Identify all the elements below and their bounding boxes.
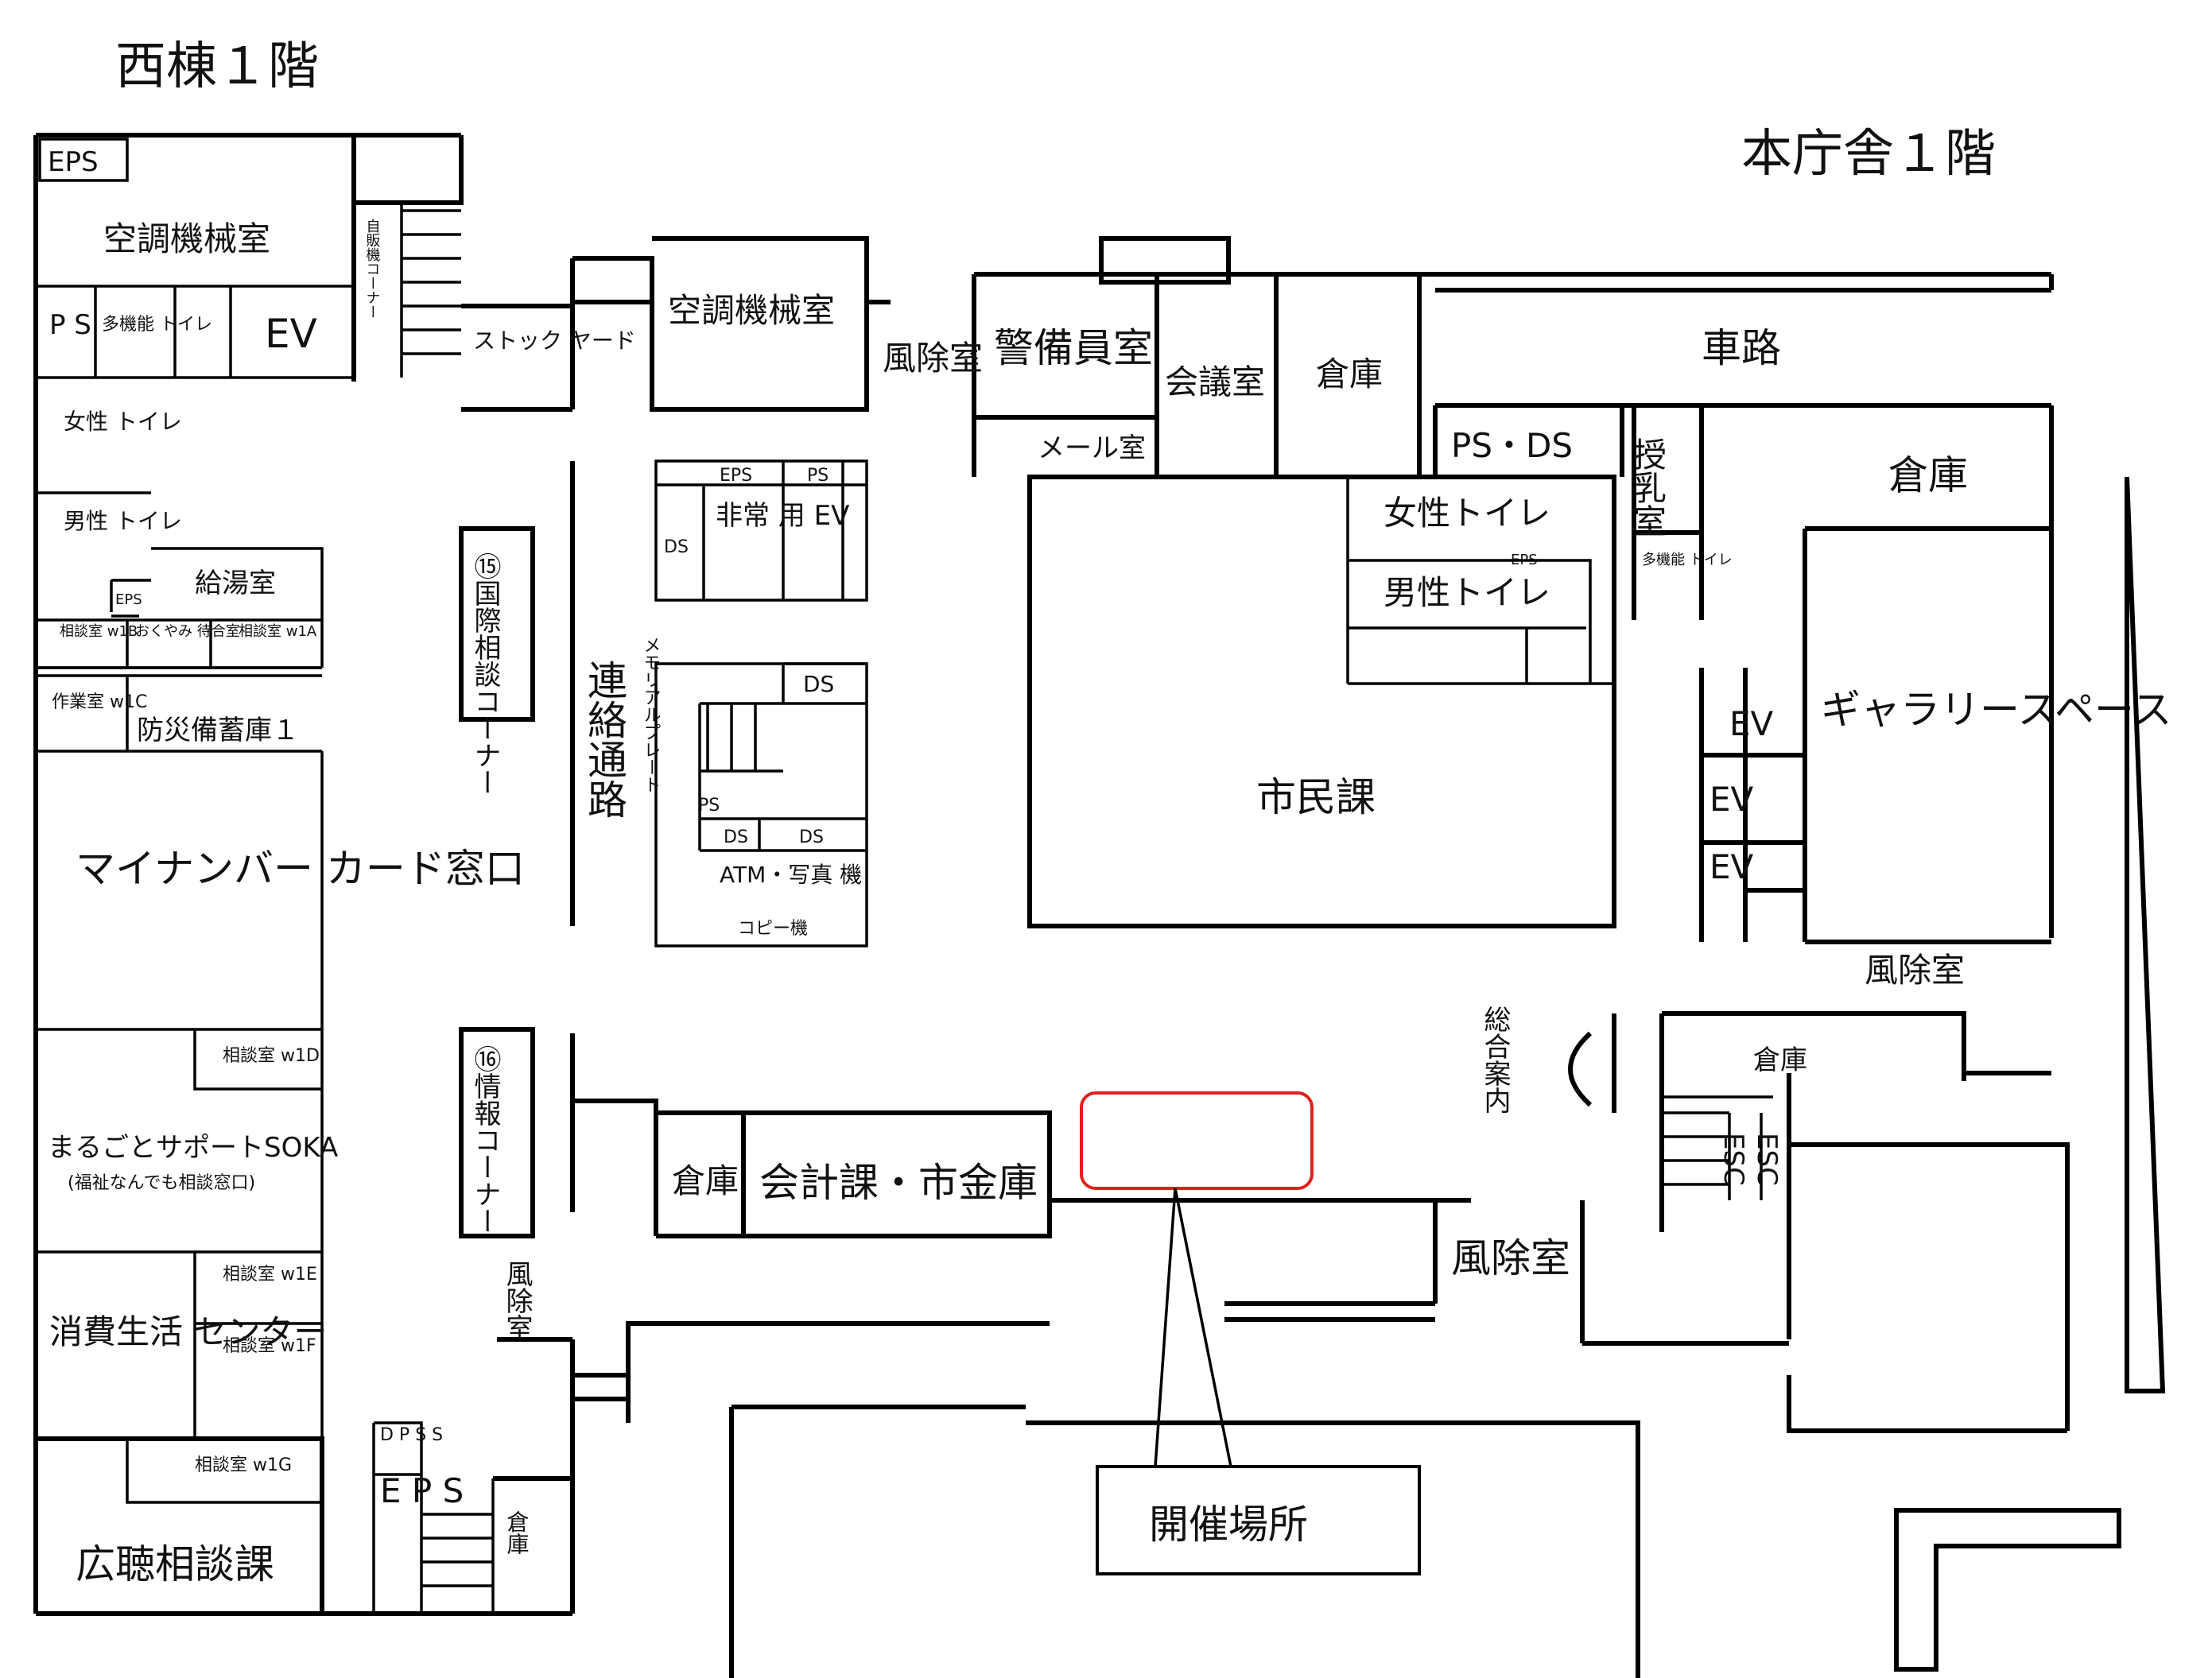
ps-ds-label: PS・DS [1451,426,1573,465]
consult-w1a-label: 相談室 w1A [239,623,317,640]
mid-ds-label-4: DS [799,827,824,847]
mid-ps-label: PS [807,466,829,486]
venue-highlight-box[interactable] [1080,1091,1314,1190]
guard-room-label: 警備員室 [994,325,1153,371]
west-eps-small-label: EPS [115,591,142,608]
main-windbreak-right-label: 風除室 [1865,951,1965,990]
main-ev-label-1: EV [1729,704,1774,743]
consumer-center-label: 消費生活 センター [49,1312,327,1351]
stock-yard-label: ストック ヤード [473,327,636,354]
main-women-toilet-label: 女性トイレ [1383,494,1550,533]
venue-marker[interactable]: 開催場所 [1080,1091,1421,1575]
eps-tall-label: E P S [380,1471,464,1510]
gallery-space-label: ギャラリースペース [1821,687,2172,733]
west-ev-label: EV [265,311,317,357]
mid-ps-label-2: PS [698,796,720,816]
esc-label-1: ESC [1717,1133,1749,1186]
main-eps-label: EPS [1511,552,1538,568]
main-building-title: 本庁舎１階 [1741,125,1996,184]
middle-hvac-label: 空調機械室 [668,291,835,330]
mynumber-window-label: マイナンバー カード窓口 [76,846,525,892]
condolence-room-label: おくやみ 待合室 [135,623,240,640]
middle-section: ストック ヤード 空調機械室 ⑮国際相談コーナー 連絡通路 EPS PS DS … [459,236,1640,1678]
esc-label-2: ESC [1751,1133,1783,1186]
atm-label: ATM・写真 機 [720,862,862,888]
west-ps-label: P S [49,309,91,341]
vending-corner-label: 自販機コーナー [364,219,381,319]
consult-w1e-label: 相談室 w1E [223,1265,317,1285]
west-multi-toilet-label: 多機能 トイレ [102,315,212,335]
main-windbreak-bottom-label: 風除室 [1451,1235,1570,1281]
meeting-room-label: 会議室 [1165,362,1265,401]
copier-label: コピー機 [738,919,808,939]
marugoto-sub-label: (福祉なんでも相談窓口) [68,1173,255,1193]
main-storage-right-label: 倉庫 [1888,452,1968,498]
mid-eps-label: EPS [720,466,752,486]
mid-storage-label: 倉庫 [672,1161,739,1200]
west-women-toilet-label: 女性 トイレ [64,409,182,435]
consult-w1f-label: 相談室 w1F [223,1336,316,1356]
dps-label: D P S S [380,1425,443,1445]
west-storage-label: 倉庫 [504,1510,530,1555]
mid-ds-label-3: DS [724,827,748,847]
memorial-plate-label: メモリアルプレート [641,636,661,793]
main-ev-label-2: EV [1709,780,1754,819]
mid-windbreak-label: 風除室 [501,1260,533,1341]
kitchen-label: 給湯室 [195,568,276,599]
disaster-storage-label: 防災備蓄庫１ [137,715,299,746]
mail-room-label: メール室 [1038,432,1146,464]
emergency-ev-label: 非常 用 EV [716,500,849,532]
nursing-room-label: 授乳室 [1628,437,1667,537]
work-w1c-label: 作業室 w1C [52,692,147,712]
venue-callout-label[interactable]: 開催場所 [1149,1502,1308,1548]
west-building: EPS 空調機械室 P S 多機能 トイレ EV 自販機コーナー 女性 トイレ … [33,133,575,1616]
venue-callout-box[interactable] [1096,1465,1421,1575]
intl-corner-label: ⑮国際相談コーナー [469,552,501,796]
west-men-toilet-label: 男性 トイレ [64,508,182,534]
consult-w1d-label: 相談室 w1D [223,1046,320,1066]
mid-ds-label-2: DS [803,671,834,697]
consult-w1b-label: 相談室 w1B [60,623,138,640]
marugoto-label: まるごとサポートSOKA [48,1132,338,1164]
main-multi-toilet-label: 多機能 トイレ [1642,552,1733,568]
main-men-toilet-label: 男性トイレ [1383,573,1550,612]
west-eps-label: EPS [48,146,99,178]
corridor-label: 連絡通路 [581,660,627,819]
main-windbreak-top-label: 風除室 [883,339,983,378]
main-building: 風除室 警備員室 メール室 会議室 倉庫 車路 PS・DS 授乳室 倉庫 多機能… [883,236,2172,1672]
consult-w1g-label: 相談室 w1G [195,1455,292,1475]
mid-ds-label-1: DS [664,537,689,557]
info-corner-label: ⑯情報コーナー [469,1045,501,1234]
west-hvac-label: 空調機械室 [103,219,270,258]
reception-label: 総合案内 [1479,1006,1511,1114]
main-storage-top-label: 倉庫 [1316,355,1383,393]
road-label: 車路 [1702,325,1781,371]
koucho-label: 広聴相談課 [76,1541,274,1587]
west-building-title: 西棟１階 [115,37,319,96]
shimin-ka-label: 市民課 [1256,774,1376,820]
main-ev-label-3: EV [1709,847,1754,886]
esc-storage-label: 倉庫 [1753,1044,1807,1076]
accounting-label: 会計課・市金庫 [759,1160,1038,1206]
